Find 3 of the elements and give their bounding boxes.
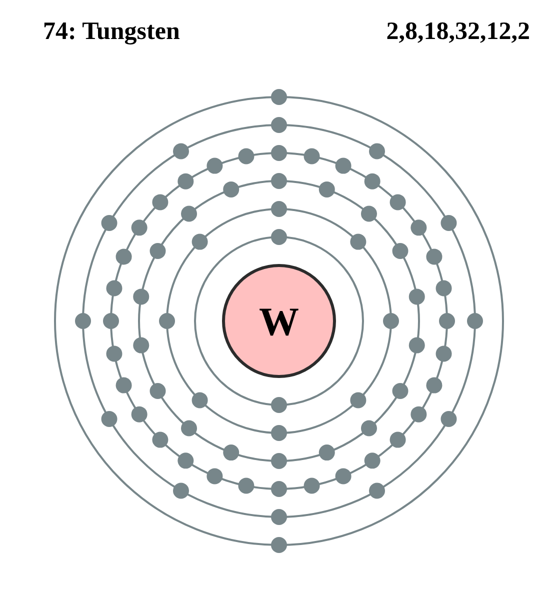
element-title: 74: Tungsten xyxy=(43,18,180,46)
element-symbol: W xyxy=(259,298,299,344)
shell-configuration: 2,8,18,32,12,2 xyxy=(386,18,530,46)
